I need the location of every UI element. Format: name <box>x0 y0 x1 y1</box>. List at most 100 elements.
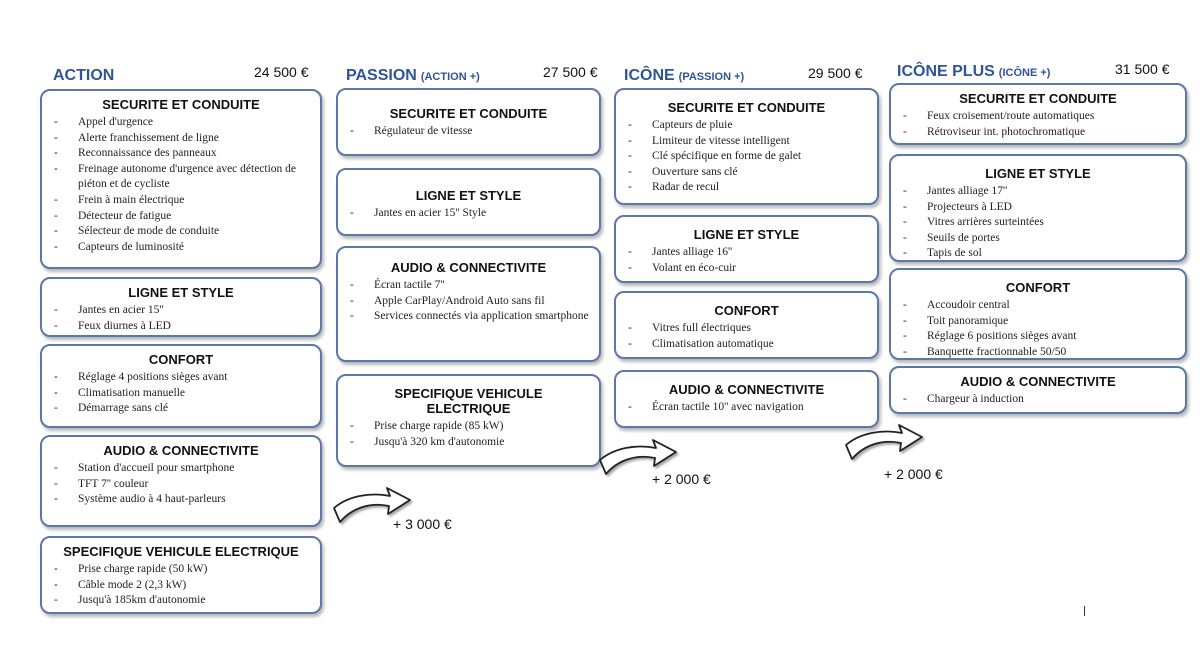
feature-list: Prise charge rapide (85 kW) Jusqu'à 320 … <box>348 419 589 450</box>
feature-list: Jantes alliage 16'' Volant en éco-cuir <box>626 245 867 276</box>
feature-item: Banquette fractionnable 50/50 <box>901 345 1175 361</box>
feature-item: Appel d'urgence <box>52 115 310 131</box>
upgrade-price: + 3 000 € <box>393 516 452 532</box>
feature-item: Écran tactile 7'' <box>348 278 589 294</box>
feature-item: Jantes alliage 17'' <box>901 184 1175 200</box>
section-box: CONFORT Vitres full électriques Climatis… <box>614 291 879 359</box>
feature-item: Régulateur de vitesse <box>348 124 589 140</box>
feature-item: Toit panoramique <box>901 314 1175 330</box>
feature-item: Limiteur de vitesse intelligent <box>626 134 867 150</box>
feature-item: Sélecteur de mode de conduite <box>52 224 310 240</box>
section-box: SECURITE ET CONDUITE Capteurs de pluie L… <box>614 88 879 205</box>
section-box: SPECIFIQUE VEHICULE ELECTRIQUE Prise cha… <box>40 536 322 614</box>
section-box: AUDIO & CONNECTIVITE Chargeur à inductio… <box>889 366 1187 414</box>
feature-item: Réglage 6 positions sièges avant <box>901 329 1175 345</box>
feature-item: Rétroviseur int. photochromatique <box>901 125 1175 141</box>
feature-item: Accoudoir central <box>901 298 1175 314</box>
feature-item: Ouverture sans clé <box>626 165 867 181</box>
upgrade-price: + 2 000 € <box>652 471 711 487</box>
trim-title-icone: ICÔNE(PASSION +) <box>624 67 744 85</box>
section-title: LIGNE ET STYLE <box>985 166 1091 181</box>
feature-item: Capteurs de pluie <box>626 118 867 134</box>
feature-item: Apple CarPlay/Android Auto sans fil <box>348 294 589 310</box>
feature-list: Réglage 4 positions sièges avant Climati… <box>52 370 310 417</box>
section-box: SECURITE ET CONDUITE Appel d'urgence Ale… <box>40 89 322 269</box>
feature-item: Services connectés via application smart… <box>348 309 589 325</box>
trim-price-passion: 27 500 € <box>543 64 598 80</box>
feature-item: Freinage autonome d'urgence avec détecti… <box>52 162 310 193</box>
section-title: AUDIO & CONNECTIVITE <box>668 382 825 397</box>
trim-name: ICÔNE <box>624 67 675 84</box>
section-box: CONFORT Accoudoir central Toit panoramiq… <box>889 268 1187 360</box>
feature-list: Vitres full électriques Climatisation au… <box>626 321 867 352</box>
feature-list: Station d'accueil pour smartphone TFT 7'… <box>52 461 310 508</box>
feature-item: Jusqu'à 320 km d'autonomie <box>348 435 589 451</box>
feature-item: Prise charge rapide (85 kW) <box>348 419 589 435</box>
trim-title-icone-plus: ICÔNE PLUS(ICÔNE +) <box>897 63 1050 81</box>
section-box: CONFORT Réglage 4 positions sièges avant… <box>40 344 322 428</box>
feature-item: Écran tactile 10'' avec navigation <box>626 400 867 416</box>
section-box: LIGNE ET STYLE Jantes en acier 15'' Feux… <box>40 277 322 337</box>
section-box: LIGNE ET STYLE Jantes alliage 16'' Volan… <box>614 215 879 283</box>
feature-list: Capteurs de pluie Limiteur de vitesse in… <box>626 118 867 196</box>
section-title: SECURITE ET CONDUITE <box>102 97 260 112</box>
section-title: LIGNE ET STYLE <box>693 227 800 242</box>
section-box: LIGNE ET STYLE Jantes alliage 17'' Proje… <box>889 154 1187 262</box>
section-title: LIGNE ET STYLE <box>415 188 522 203</box>
trim-name: ACTION <box>53 67 115 84</box>
feature-item: Détecteur de fatigue <box>52 209 310 225</box>
feature-item: Vitres full électriques <box>626 321 867 337</box>
feature-item: Système audio à 4 haut-parleurs <box>52 492 310 508</box>
feature-item: Climatisation manuelle <box>52 386 310 402</box>
trim-suffix: (PASSION +) <box>678 71 745 83</box>
feature-list: Appel d'urgence Alerte franchissement de… <box>52 115 310 255</box>
feature-item: Projecteurs à LED <box>901 200 1175 216</box>
trim-price-icone-plus: 31 500 € <box>1115 61 1170 77</box>
feature-item: Chargeur à induction <box>901 392 1175 408</box>
feature-item: Vitres arrières surteintées <box>901 215 1175 231</box>
section-title: SPECIFIQUE VEHICULE ELECTRIQUE <box>394 386 543 416</box>
feature-item: Capteurs de luminosité <box>52 240 310 256</box>
upgrade-arrow-icon <box>333 487 411 523</box>
feature-item: Clé spécifique en forme de galet <box>626 149 867 165</box>
section-title: SECURITE ET CONDUITE <box>389 106 548 121</box>
feature-list: Prise charge rapide (50 kW) Câble mode 2… <box>52 562 310 609</box>
feature-item: Jantes alliage 16'' <box>626 245 867 261</box>
trim-title-action: ACTION <box>53 67 114 85</box>
feature-item: Feux croisement/route automatiques <box>901 109 1175 125</box>
section-title: CONFORT <box>148 352 214 367</box>
feature-list: Accoudoir central Toit panoramique Régla… <box>901 298 1175 360</box>
section-title: AUDIO & CONNECTIVITE <box>103 443 259 458</box>
feature-item: Feux diurnes à LED <box>52 319 310 335</box>
section-box: LIGNE ET STYLE Jantes en acier 15'' Styl… <box>336 168 601 236</box>
feature-list: Régulateur de vitesse <box>348 124 589 140</box>
feature-list: Feux croisement/route automatiques Rétro… <box>901 109 1175 140</box>
section-title: SECURITE ET CONDUITE <box>667 100 826 115</box>
section-title: AUDIO & CONNECTIVITE <box>390 260 547 275</box>
feature-item: Frein à main électrique <box>52 193 310 209</box>
trim-price-icone: 29 500 € <box>808 65 863 81</box>
feature-item: Démarrage sans clé <box>52 401 310 417</box>
section-title: SECURITE ET CONDUITE <box>959 91 1117 106</box>
feature-item: Station d'accueil pour smartphone <box>52 461 310 477</box>
section-box: AUDIO & CONNECTIVITE Écran tactile 10'' … <box>614 370 879 428</box>
section-box: SECURITE ET CONDUITE Feux croisement/rou… <box>889 83 1187 145</box>
feature-item: Reconnaissance des panneaux <box>52 146 310 162</box>
section-box: AUDIO & CONNECTIVITE Écran tactile 7'' A… <box>336 246 601 362</box>
trim-suffix: (ICÔNE +) <box>998 67 1051 79</box>
feature-item: Seuils de portes <box>901 231 1175 247</box>
section-box: SPECIFIQUE VEHICULE ELECTRIQUE Prise cha… <box>336 374 601 467</box>
feature-item: Jusqu'à 185km d'autonomie <box>52 593 310 609</box>
feature-list: Chargeur à induction <box>901 392 1175 408</box>
trim-price-action: 24 500 € <box>254 64 309 80</box>
feature-item: Tapis de sol <box>901 246 1175 262</box>
feature-item: Radar de recul <box>626 180 867 196</box>
feature-list: Écran tactile 7'' Apple CarPlay/Android … <box>348 278 589 325</box>
section-title: AUDIO & CONNECTIVITE <box>960 374 1116 389</box>
section-title: SPECIFIQUE VEHICULE ELECTRIQUE <box>63 544 299 559</box>
feature-item: Climatisation automatique <box>626 337 867 353</box>
trim-title-passion: PASSION(ACTION +) <box>346 67 480 85</box>
text-cursor-mark <box>1084 606 1085 616</box>
feature-item: Jantes en acier 15'' Style <box>348 206 589 222</box>
feature-item: Réglage 4 positions sièges avant <box>52 370 310 386</box>
